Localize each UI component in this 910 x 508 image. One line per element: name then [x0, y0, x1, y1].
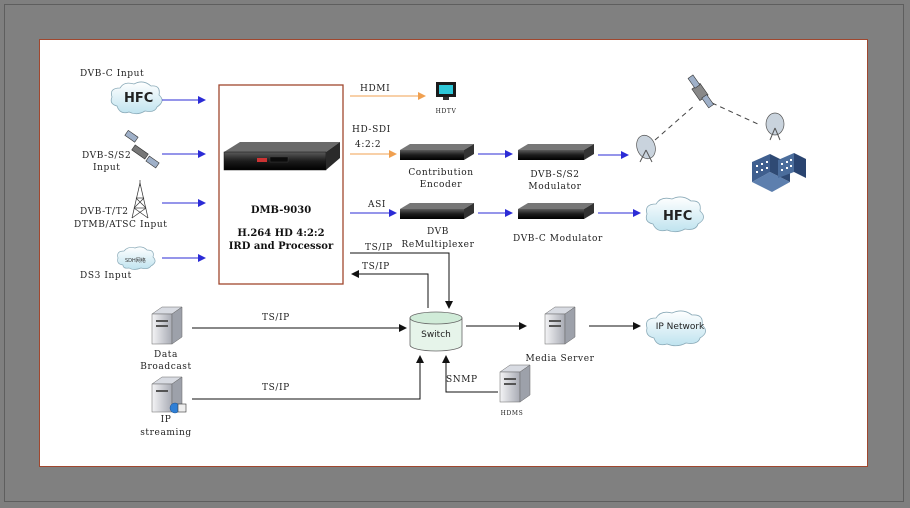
ip-streaming-label-1: IP	[161, 415, 172, 425]
ird-device-image	[223, 142, 340, 171]
remux-label-1: DVB	[427, 227, 449, 237]
arrow-switch-to-ird	[351, 270, 429, 308]
dvbc-input-label: DVB-C Input	[80, 69, 144, 79]
encoder-label-2: Encoder	[420, 180, 463, 190]
hdsdi-label-1: HD-SDI	[352, 125, 391, 135]
hdsdi-label-2: 4:2:2	[355, 140, 381, 150]
data-broadcast-label-1: Data	[154, 350, 178, 360]
dvbs-input-label-1: DVB-S/S2	[82, 151, 131, 161]
buildings-icon	[752, 153, 806, 192]
dvbs-modulator-device	[518, 144, 594, 160]
uplink-dashed-line	[654, 104, 696, 141]
sdh-cloud-label: SDH网络	[125, 257, 146, 264]
arrow-hdms-to-switch	[442, 355, 498, 393]
hfc-right-label: HFC	[663, 209, 692, 224]
asi-label: ASI	[367, 200, 386, 210]
switch-label: Switch	[421, 330, 451, 340]
hfc-cloud-right: HFC	[645, 196, 704, 233]
ip-network-label: IP Network	[656, 322, 705, 332]
dvbc-modulator-device	[518, 203, 594, 219]
tsip-data-label: TS/IP	[262, 313, 290, 323]
contribution-encoder-device	[400, 144, 474, 160]
ird-desc-line2: IRD and Processor	[229, 241, 334, 252]
ip-streaming-label-2: streaming	[140, 428, 192, 438]
media-server-icon	[544, 306, 576, 345]
encoder-label-1: Contribution	[408, 168, 473, 178]
hfc-left-label: HFC	[124, 91, 153, 106]
satellite-icon-right	[687, 74, 715, 109]
uplink-dish-icon	[636, 134, 656, 163]
dvbc-mod-label: DVB-C Modulator	[513, 234, 603, 244]
remultiplexer-device	[400, 203, 474, 219]
ird-model-label: DMB-9030	[251, 205, 311, 216]
tsip-label-1: TS/IP	[365, 243, 393, 253]
ird-processor-box	[218, 84, 344, 285]
hdms-server-icon	[499, 364, 531, 403]
media-server-label: Media Server	[525, 354, 594, 364]
dvbs-mod-label-2: Modulator	[528, 182, 581, 192]
arrow-tsip-to-switch	[350, 252, 453, 309]
remux-label-2: ReMultiplexer	[402, 240, 475, 250]
hdtv-label: HDTV	[436, 108, 457, 115]
ds3-input-label: DS3 Input	[80, 271, 132, 281]
switch-node: Switch	[409, 311, 463, 352]
hfc-cloud-left: HFC	[110, 81, 163, 115]
receive-dish-icon	[765, 112, 785, 141]
data-broadcast-server-icon	[151, 306, 183, 345]
dvbs-input-label-2: Input	[93, 163, 121, 173]
satellite-icon-left	[124, 129, 160, 169]
antenna-tower-icon	[131, 180, 149, 219]
tsip-label-2: TS/IP	[362, 262, 390, 272]
ip-streaming-server-icon	[151, 376, 187, 414]
tsip-stream-label: TS/IP	[262, 383, 290, 393]
downlink-dashed-line	[711, 102, 761, 126]
ird-desc-line1: H.264 HD 4:2:2	[237, 228, 324, 239]
hdtv-icon	[436, 82, 456, 100]
sdh-cloud: SDH网络	[117, 246, 156, 270]
hdmi-label: HDMI	[360, 84, 390, 94]
arrow-stream-to-switch	[192, 355, 424, 400]
ip-network-cloud: IP Network	[646, 310, 706, 347]
hdms-label: HDMS	[501, 410, 524, 417]
dvbt-input-label-2: DTMB/ATSC Input	[74, 220, 168, 230]
data-broadcast-label-2: Broadcast	[140, 362, 192, 372]
dvbs-mod-label-1: DVB-S/S2	[530, 170, 579, 180]
dvbt-input-label-1: DVB-T/T2	[80, 207, 129, 217]
snmp-label: SNMP	[446, 375, 478, 385]
